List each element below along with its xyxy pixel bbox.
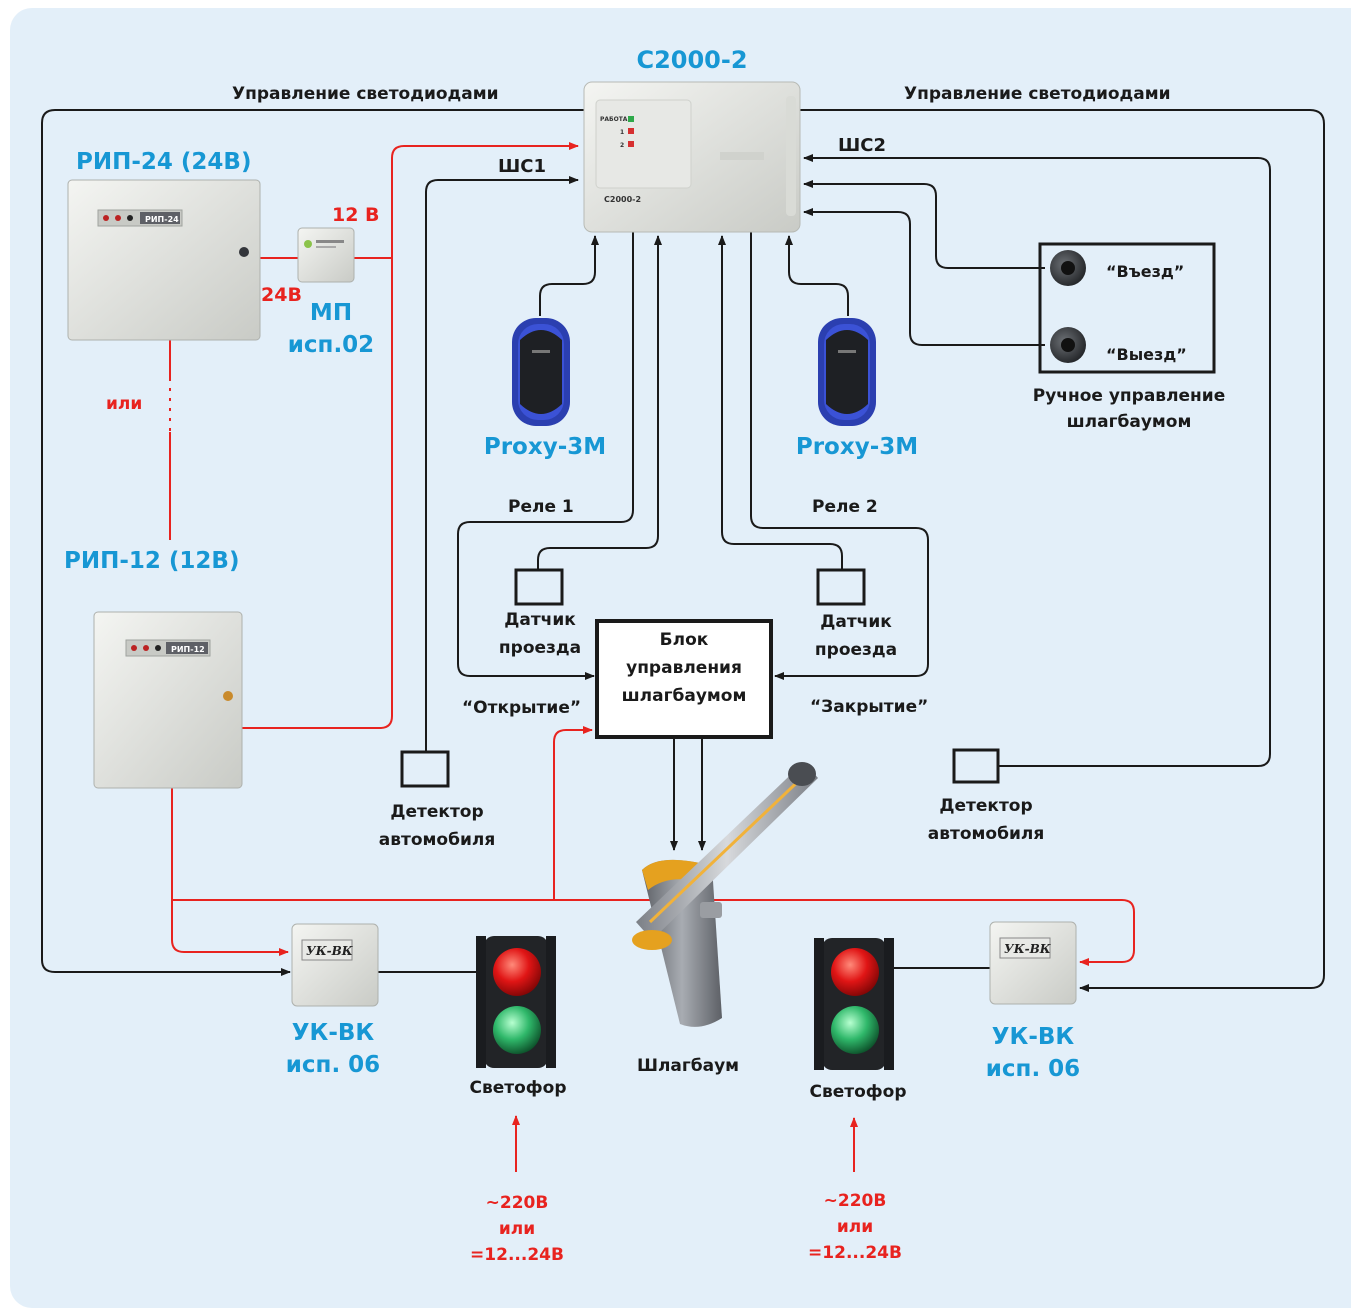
passage-sensor-left-label-1: Датчик — [504, 610, 576, 630]
c2000-device-label: С2000-2 — [604, 195, 641, 204]
passage-sensor-right-label-2: проезда — [814, 640, 898, 660]
car-detector-left-label-2: автомобиля — [378, 830, 496, 850]
relay-1-label: Реле 1 — [508, 497, 574, 517]
ukvk-right-plate-label: УК-ВК — [1004, 942, 1052, 956]
signal-wires — [41, 109, 1325, 992]
led-control-left-label: Управление светодиодами — [232, 84, 499, 104]
car-detector-right-label-2: автомобиля — [927, 824, 1045, 844]
ukvk-left-title: УК-ВК — [291, 1020, 375, 1046]
c2000-led-work-label: РАБОТА — [600, 116, 628, 123]
rip12-plate-label: РИП-12 — [171, 645, 205, 654]
shs2-label: ШС2 — [838, 135, 886, 156]
proxy-reader-left — [512, 318, 570, 426]
mp-device — [297, 227, 355, 283]
car-detector-left-label-1: Детектор — [390, 802, 484, 822]
power-left-label-3: =12...24В — [470, 1245, 564, 1265]
barrier-icon — [632, 762, 818, 1027]
entry-button-label: “Въезд” — [1106, 262, 1185, 281]
rip12-title: РИП-12 (12В) — [64, 548, 240, 574]
c2000-title: С2000-2 — [636, 46, 748, 74]
c2000-device: РАБОТА 1 2 С2000-2 — [583, 81, 801, 233]
ukvk-right-isp-title: исп. 06 — [985, 1056, 1081, 1082]
rip12-device: РИП-12 — [93, 611, 243, 789]
ukvk-left-isp-title: исп. 06 — [285, 1052, 381, 1078]
c2000-led-2-label: 2 — [620, 142, 624, 149]
car-detector-right-label-1: Детектор — [939, 796, 1033, 816]
rip24-device: РИП-24 — [67, 179, 261, 341]
power-right-label-1: ~220В — [823, 1191, 887, 1211]
traffic-light-left-label: Светофор — [469, 1078, 567, 1098]
traffic-light-left-icon — [476, 936, 556, 1068]
rip24-title: РИП-24 (24В) — [76, 149, 252, 175]
traffic-light-right-icon — [814, 938, 894, 1070]
proxy-left-title: Proxy-3M — [483, 434, 607, 460]
ukvk-right-device: УК-ВК — [989, 921, 1077, 1005]
mp-title: МП — [309, 300, 353, 326]
voltage-12v-label: 12 В — [332, 204, 380, 226]
car-detector-left-icon — [400, 750, 450, 788]
barrier-label: Шлагбаум — [636, 1056, 740, 1076]
power-right-label-3: =12...24В — [808, 1243, 902, 1263]
relay-2-label: Реле 2 — [812, 497, 878, 517]
passage-sensor-right-label-1: Датчик — [820, 612, 892, 632]
manual-control-label-1: Ручное управление — [1032, 386, 1226, 406]
voltage-24v-label: 24В — [261, 284, 302, 306]
mp-isp-title: исп.02 — [287, 332, 375, 358]
ukvk-right-title: УК-ВК — [991, 1024, 1075, 1050]
proxy-reader-right — [818, 318, 876, 426]
car-detector-right-icon — [952, 748, 1000, 784]
open-label: “Открытие” — [462, 698, 582, 718]
ukvk-left-device: УК-ВК — [291, 923, 379, 1007]
power-left-label-1: ~220В — [485, 1193, 549, 1213]
passage-sensor-left-icon — [514, 568, 564, 606]
power-right-label-2: или — [836, 1217, 874, 1237]
power-wires — [169, 142, 1135, 1172]
barrier-block-label-3: шлагбаумом — [621, 686, 747, 706]
barrier-block-label-2: управления — [626, 658, 742, 678]
or-label: или — [106, 394, 143, 414]
manual-control-box — [1038, 242, 1216, 374]
passage-sensor-left-label-2: проезда — [498, 638, 582, 658]
shs1-label: ШС1 — [498, 156, 546, 177]
proxy-right-title: Proxy-3M — [795, 434, 919, 460]
exit-button-label: “Выезд” — [1106, 345, 1187, 364]
traffic-light-right-label: Светофор — [809, 1082, 907, 1102]
ukvk-left-plate-label: УК-ВК — [306, 944, 354, 958]
barrier-block-label-1: Блок — [659, 630, 709, 650]
close-label: “Закрытие” — [810, 697, 929, 717]
manual-control-label-2: шлагбаумом — [1066, 412, 1192, 432]
passage-sensor-right-icon — [816, 568, 866, 606]
power-left-label-2: или — [498, 1219, 536, 1239]
rip24-plate-label: РИП-24 — [145, 215, 179, 224]
led-control-right-label: Управление светодиодами — [904, 84, 1171, 104]
c2000-led-1-label: 1 — [620, 129, 624, 136]
barrier-control-block — [595, 619, 773, 739]
